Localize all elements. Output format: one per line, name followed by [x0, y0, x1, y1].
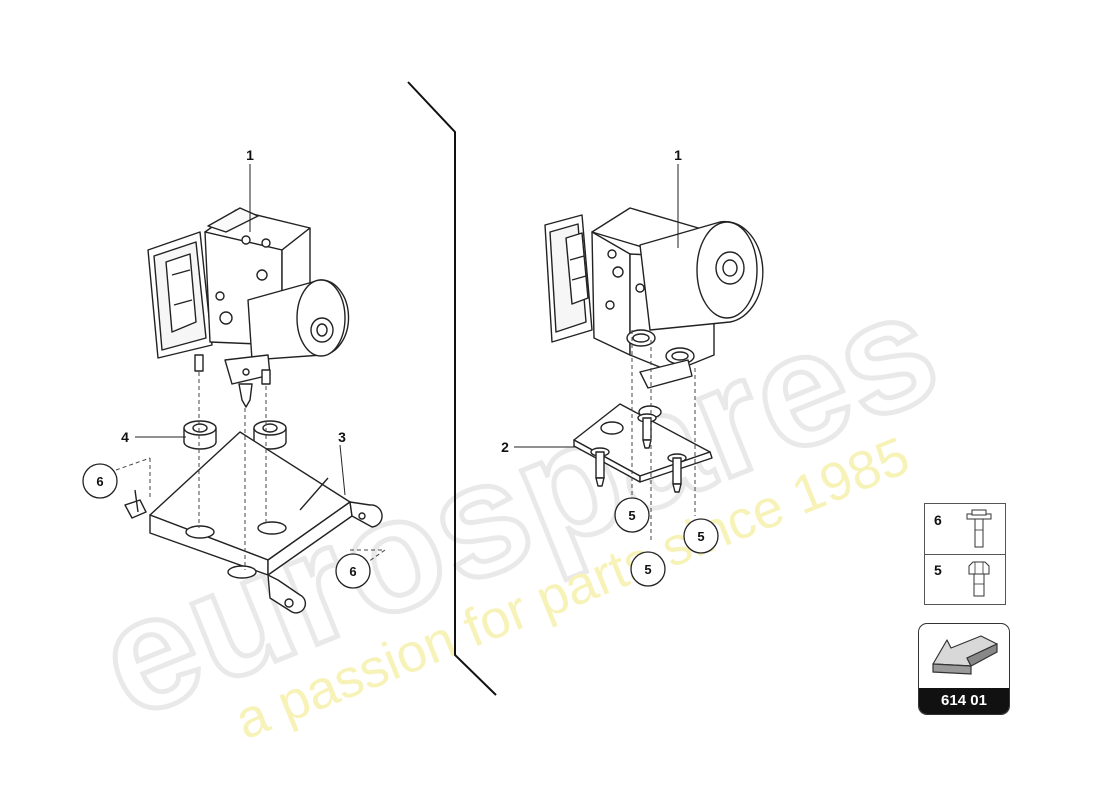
- label-bracket-right: 2: [501, 439, 509, 455]
- page-reference-code: 614 01: [919, 688, 1009, 714]
- mounting-bracket-left: [124, 431, 383, 614]
- right-leaders: [514, 164, 679, 448]
- callout-screw-b-text: 6: [349, 564, 356, 579]
- rubber-mount-1: [183, 420, 217, 450]
- legend-row-bolt: 5: [925, 554, 1005, 604]
- left-assembly-guides: [115, 372, 386, 570]
- callout-screw-a-text: 6: [96, 474, 103, 489]
- page-reference-box[interactable]: 614 01: [918, 623, 1010, 715]
- flange-screw-icon: [966, 509, 992, 548]
- abs-hydraulic-unit-left: [147, 207, 350, 408]
- label-unit-left: 1: [246, 147, 254, 163]
- bolt-3: [667, 453, 687, 493]
- right-view: [514, 164, 764, 540]
- view-divider: [407, 81, 497, 696]
- left-leaders: [135, 164, 346, 496]
- callout-screw-a: 6: [82, 463, 118, 499]
- right-assembly-guides: [631, 330, 696, 540]
- callout-bolt-a: 5: [614, 497, 650, 533]
- legend-number-bolt: 5: [934, 562, 942, 578]
- callout-bolt-c-text: 5: [697, 529, 704, 544]
- callout-bolt-a-text: 5: [628, 508, 635, 523]
- legend-number-screw: 6: [934, 512, 942, 528]
- hex-bolt-icon: [968, 561, 990, 597]
- callout-bolt-c: 5: [683, 518, 719, 554]
- label-unit-right: 1: [674, 147, 682, 163]
- fastener-legend: 6 5: [924, 503, 1006, 605]
- legend-row-screw: 6: [925, 504, 1005, 555]
- label-bracket-left: 3: [338, 429, 346, 445]
- left-view: [115, 164, 386, 614]
- abs-hydraulic-unit-right: [544, 207, 764, 389]
- callout-bolt-b-text: 5: [644, 562, 651, 577]
- bolt-2: [590, 447, 610, 487]
- direction-arrow-icon: [932, 635, 998, 675]
- label-mount: 4: [121, 429, 129, 445]
- callout-screw-b: 6: [335, 553, 371, 589]
- callout-bolt-b: 5: [630, 551, 666, 587]
